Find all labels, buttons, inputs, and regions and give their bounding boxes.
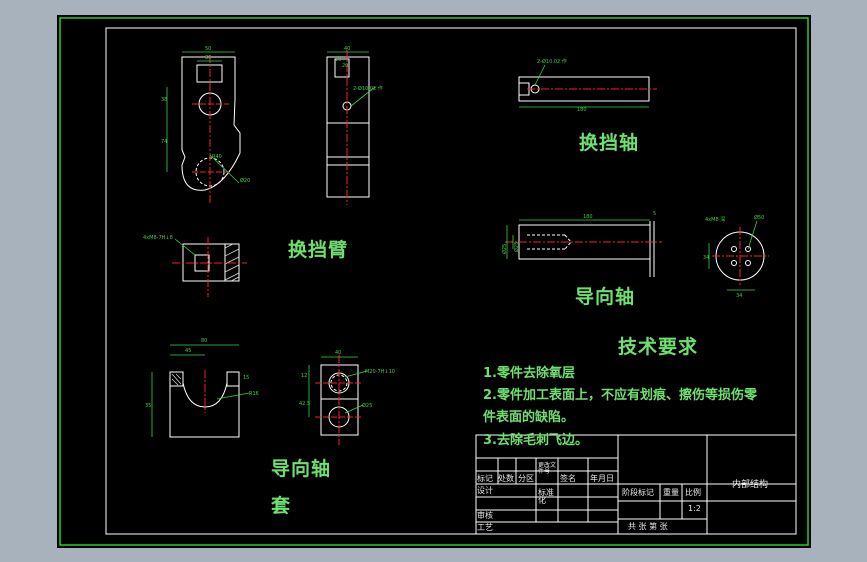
tb-weight: 重量 xyxy=(663,488,679,497)
tech-req-item-1: 1.零件去除氧层 xyxy=(483,366,575,381)
dim-sleeve2-w: 40 xyxy=(335,350,341,356)
dim-side-a: 10 xyxy=(335,57,341,63)
shift-arm-side-view xyxy=(326,50,376,205)
dim-flange-holes: 4xM8 深 xyxy=(705,216,725,223)
label-guide-sleeve-line2: 套 xyxy=(271,495,292,517)
dim-flange-w: 34 xyxy=(736,293,742,299)
dim-guide-d1: Ø25 xyxy=(501,244,508,254)
dim-sleeve-w: 80 xyxy=(201,338,207,344)
dim-arm-h2: 74 xyxy=(161,139,167,145)
tb-h-sign: 签名 xyxy=(560,474,576,483)
drawing-sheet: 50 30 38 74 R40 Ø20 40 10 20 2-Ø10.02 作 … xyxy=(57,15,811,548)
tb-h-count: 处数 xyxy=(498,474,514,483)
tech-req-item-3: 3.去除毛刺飞边。 xyxy=(483,433,588,448)
tb-process: 工艺 xyxy=(477,523,493,532)
guide-shaft-view xyxy=(505,219,662,277)
dim-arm-hole: Ø20 xyxy=(240,177,250,184)
tech-req-heading: 技术要求 xyxy=(618,336,699,358)
label-shift-arm: 换挡臂 xyxy=(288,239,349,261)
guide-sleeve-side-view xyxy=(308,355,368,445)
dim-guide-len: 180 xyxy=(583,214,593,220)
label-guide-sleeve-line1: 导向轴 xyxy=(271,458,332,480)
title-block-grid xyxy=(475,434,797,535)
tb-h-mark: 标记 xyxy=(477,474,493,483)
flange-end-view xyxy=(708,220,769,291)
dim-side-width: 40 xyxy=(344,46,350,52)
dim-guide-step: 5 xyxy=(653,211,656,217)
dim-sleeve-r: R16 xyxy=(249,391,259,397)
dim-sleeve2-thread: M20-7H↓10 xyxy=(365,369,395,375)
dim-arm-h1: 38 xyxy=(161,97,167,103)
shift-shaft-view xyxy=(518,64,657,108)
tb-scale-value: 1:2 xyxy=(688,504,701,513)
label-guide-shaft: 导向轴 xyxy=(575,286,636,308)
dim-arm-slot: 30 xyxy=(205,55,211,61)
inner-border xyxy=(105,27,797,535)
cad-drawing: 50 30 38 74 R40 Ø20 40 10 20 2-Ø10.02 作 … xyxy=(59,17,809,546)
shift-arm-front-view xyxy=(166,51,241,205)
dim-sleeve2-hole: Ø25 xyxy=(362,402,372,409)
tech-req-item-2-cont: 件表面的缺陷。 xyxy=(483,410,575,425)
dim-guide-d2: Ø25 xyxy=(513,242,520,252)
tb-h-zone: 分区 xyxy=(518,474,534,483)
dim-side-b: 20 xyxy=(342,63,348,69)
guide-sleeve-front-view xyxy=(151,344,250,438)
tb-review: 审核 xyxy=(477,511,493,520)
tb-sheets: 共 张 第 张 xyxy=(628,522,668,531)
dim-shaft-hole: 2-Ø10.02 作 xyxy=(537,58,567,65)
tech-req-item-2: 2.零件加工表面上，不应有划痕、擦伤等损伤零 xyxy=(483,388,757,403)
tb-scale: 比例 xyxy=(685,488,701,497)
label-shift-shaft: 换挡轴 xyxy=(579,132,640,154)
dim-sleeve-b: 15 xyxy=(243,375,249,381)
dim-flange-d: Ø50 xyxy=(754,214,764,221)
outer-border xyxy=(59,17,809,546)
dim-arm-width: 50 xyxy=(205,46,211,52)
dim-flange-h: 34 xyxy=(703,255,709,261)
tb-h-change: 更改文件号 xyxy=(538,462,557,475)
dim-sleeve2-h2: 42.5 xyxy=(299,401,310,407)
tb-h-date: 年月日 xyxy=(590,474,614,483)
shift-arm-section-view xyxy=(172,237,247,297)
dim-shaft-len: 180 xyxy=(577,107,587,113)
dim-arm-r: R40 xyxy=(212,154,222,160)
tb-company: 内部结构 xyxy=(732,480,769,490)
tb-standardize: 标准化 xyxy=(538,488,554,505)
dim-side-hole: 2-Ø10.02 作 xyxy=(353,85,383,92)
dim-sleeve-a: 45 xyxy=(185,348,191,354)
dim-section-thread: 4xM8-7H↓8 xyxy=(143,235,173,241)
tb-stage-mark: 阶段标记 xyxy=(622,488,654,497)
dim-sleeve-h: 35 xyxy=(145,403,151,409)
dim-sleeve2-h1: 12 xyxy=(301,373,307,379)
tb-design: 设计 xyxy=(477,486,493,495)
